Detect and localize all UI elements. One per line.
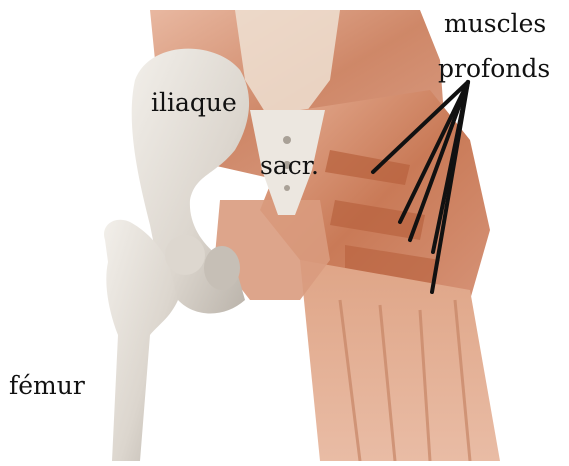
sacral-foramen (284, 185, 290, 191)
sacral-foramen (283, 136, 291, 144)
label-iliaque: iliaque (151, 89, 237, 117)
label-muscles: muscles (444, 10, 546, 38)
label-sacrum: sacr. (260, 152, 319, 180)
femoral-head (165, 235, 205, 275)
label-profonds: profonds (438, 55, 550, 83)
label-femur: fémur (9, 372, 85, 400)
obturator-foramen (204, 246, 240, 290)
right-thigh (300, 260, 500, 461)
